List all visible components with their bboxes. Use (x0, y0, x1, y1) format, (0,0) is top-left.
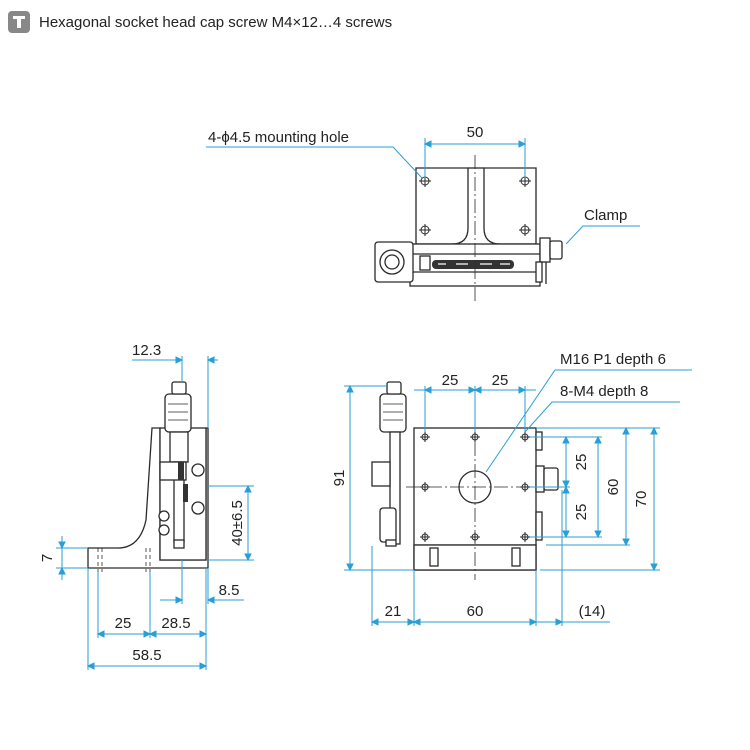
dim-25-v-upper: 25 (573, 454, 590, 471)
dim-25-top-right: 25 (492, 372, 509, 389)
dim-70: 70 (633, 491, 650, 508)
top-view-holes (419, 175, 531, 236)
side-view-body (87, 381, 209, 569)
dim-50: 50 (467, 124, 484, 141)
top-view-slide (432, 260, 514, 269)
top-view-body (374, 167, 563, 287)
dim-28-5: 28.5 (161, 615, 190, 632)
clamp-label: Clamp (584, 207, 627, 224)
hole-callout: 4-ϕ4.5 mounting hole (208, 129, 349, 146)
dim-58-5: 58.5 (132, 647, 161, 664)
front-view-body (371, 381, 559, 571)
screw-icon (8, 11, 30, 33)
dim-travel: 40±6.5 (229, 500, 246, 546)
header: Hexagonal socket head cap screw M4×12…4 … (8, 10, 392, 34)
dim-14: (14) (579, 603, 606, 620)
front-view-dimensions (344, 369, 692, 626)
thread-callout: M16 P1 depth 6 (560, 351, 666, 368)
dim-60-v: 60 (605, 479, 622, 496)
dim-25-top-left: 25 (442, 372, 459, 389)
top-view: 50 4-ϕ4.5 mounting hole Clamp (206, 124, 640, 302)
side-view-dimensions (56, 356, 254, 670)
dim-7: 7 (39, 554, 56, 562)
dim-12-3: 12.3 (132, 342, 161, 359)
side-view: 12.3 40±6.5 7 8.5 25 28.5 58.5 (39, 342, 254, 670)
dim-60-h: 60 (467, 603, 484, 620)
dim-91: 91 (331, 470, 348, 487)
dim-25-side: 25 (115, 615, 132, 632)
top-view-dimensions (206, 138, 640, 245)
dim-8-5: 8.5 (219, 582, 240, 599)
tap-callout: 8-M4 depth 8 (560, 383, 648, 400)
header-title: Hexagonal socket head cap screw M4×12…4 … (39, 13, 393, 31)
dim-25-v-lower: 25 (573, 504, 590, 521)
dim-21: 21 (385, 603, 402, 620)
front-view: 25 25 M16 P1 depth 6 8-M4 depth 8 91 25 … (331, 351, 692, 626)
